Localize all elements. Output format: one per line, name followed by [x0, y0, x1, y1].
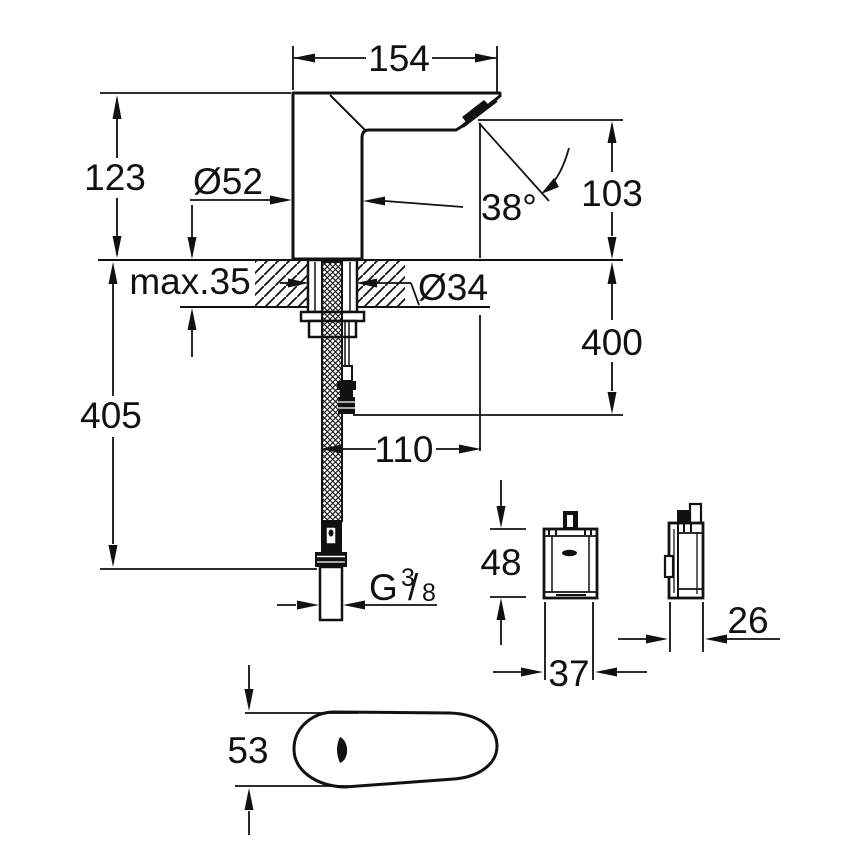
cable-connector	[341, 365, 353, 382]
dim-103-label: 103	[581, 173, 643, 214]
box-side-tab	[688, 502, 703, 526]
dim-34-label: Ø34	[418, 267, 488, 308]
thread-nipple	[318, 565, 344, 622]
hose-union-nut	[315, 552, 347, 567]
dim-base-diameter: Ø52	[190, 161, 464, 208]
faucet-top-view	[292, 710, 499, 789]
dim-outlet-height: 103	[478, 119, 643, 259]
sensor-dot	[337, 737, 348, 763]
dim-deck-thickness: max.35	[129, 205, 251, 357]
dim-26-label: 26	[727, 600, 768, 641]
supply-hose	[315, 261, 347, 622]
dim-max35-label: max.35	[129, 261, 250, 302]
braided-hose	[321, 261, 343, 522]
dim-123-label: 123	[84, 157, 146, 198]
dim-110-label: 110	[375, 429, 434, 470]
sensor-cable	[337, 320, 356, 414]
dim-hole-diameter: Ø34	[280, 267, 488, 308]
thread-numerator: 3	[401, 564, 415, 592]
dim-hose-length: 405	[80, 262, 317, 570]
dim-spray-angle: 38°	[478, 122, 570, 228]
faucet-body-front-view	[291, 91, 502, 261]
dim-box-width: 37	[493, 602, 647, 694]
dim-48-label: 48	[480, 542, 521, 583]
dim-154-label: 154	[368, 38, 430, 79]
spout-outlet-face	[462, 100, 498, 128]
thread-slash: /	[408, 567, 419, 608]
sensor-window	[462, 100, 488, 122]
dim-405-label: 405	[80, 395, 142, 436]
dim-body-height: 123	[84, 92, 291, 258]
dim-cable-length: 400	[353, 262, 643, 416]
control-box-side-view	[663, 502, 705, 600]
dim-38-label: 38°	[481, 187, 537, 228]
thread-denominator: 8	[422, 579, 436, 607]
dim-37-label: 37	[548, 653, 589, 694]
dim-400-label: 400	[581, 322, 643, 363]
dim-box-depth: 26	[618, 600, 780, 652]
brand-logo-mark	[562, 549, 577, 557]
thread-letter: G	[369, 567, 398, 608]
box-side-clip	[663, 554, 675, 579]
dim-53-label: 53	[227, 730, 268, 771]
dim-outlet-reach: 110	[320, 123, 481, 470]
dim-52-label: Ø52	[193, 161, 263, 202]
dim-box-height: 48	[480, 480, 526, 645]
control-box-front-view	[542, 511, 599, 600]
dim-thread-size: G 3 / 8	[277, 564, 437, 610]
dim-base-width: 53	[227, 665, 358, 835]
dim-spout-projection: 154	[292, 38, 498, 92]
body-seam	[329, 94, 367, 132]
